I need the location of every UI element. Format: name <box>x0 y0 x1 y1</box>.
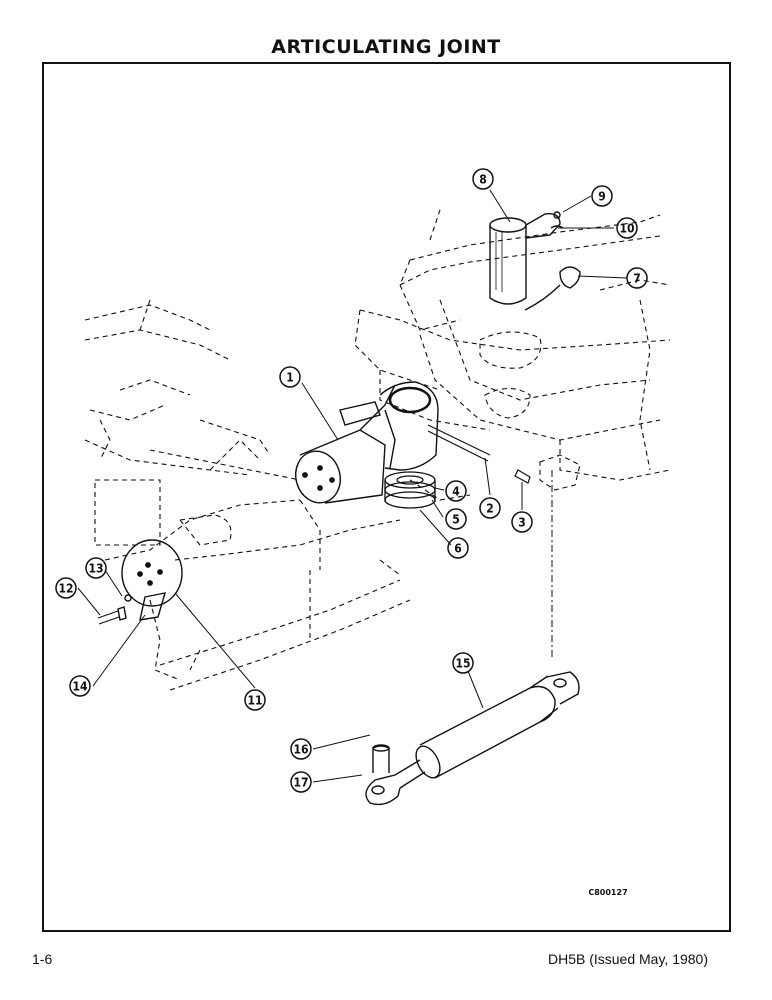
cover-plate <box>97 539 183 625</box>
callout-14: 14 <box>72 680 88 694</box>
callout-6: 6 <box>454 542 462 556</box>
pivot-pin <box>489 211 581 311</box>
callout-5: 5 <box>452 513 460 527</box>
tapered-pin <box>514 469 531 484</box>
callout-12: 12 <box>58 582 73 596</box>
page-title: ARTICULATING JOINT <box>271 36 501 58</box>
callout-3: 3 <box>518 516 526 530</box>
document-issue-info: DH5B (Issued May, 1980) <box>547 951 708 967</box>
callout-11: 11 <box>247 694 262 708</box>
hydraulic-cylinder <box>365 671 580 806</box>
figure-frame <box>42 62 731 932</box>
callout-13: 13 <box>88 562 103 576</box>
tractor-frame-phantom <box>84 209 671 691</box>
page-number: 1-6 <box>32 951 53 967</box>
drawing-code: C800127 <box>588 888 627 897</box>
callout-7: 7 <box>633 272 641 286</box>
callout-16: 16 <box>293 743 308 757</box>
pin <box>427 424 491 462</box>
callout-10: 10 <box>619 222 634 236</box>
callout-1: 1 <box>286 371 294 385</box>
callout-circles <box>55 168 648 793</box>
callout-9: 9 <box>598 190 606 204</box>
callout-15: 15 <box>455 657 470 671</box>
callout-8: 8 <box>479 173 487 187</box>
pivot-yoke <box>295 381 439 504</box>
callout-17: 17 <box>293 776 308 790</box>
leader-lines <box>77 189 628 783</box>
callout-4: 4 <box>452 485 460 499</box>
callout-2: 2 <box>486 502 494 516</box>
bearing-stack <box>384 471 436 509</box>
